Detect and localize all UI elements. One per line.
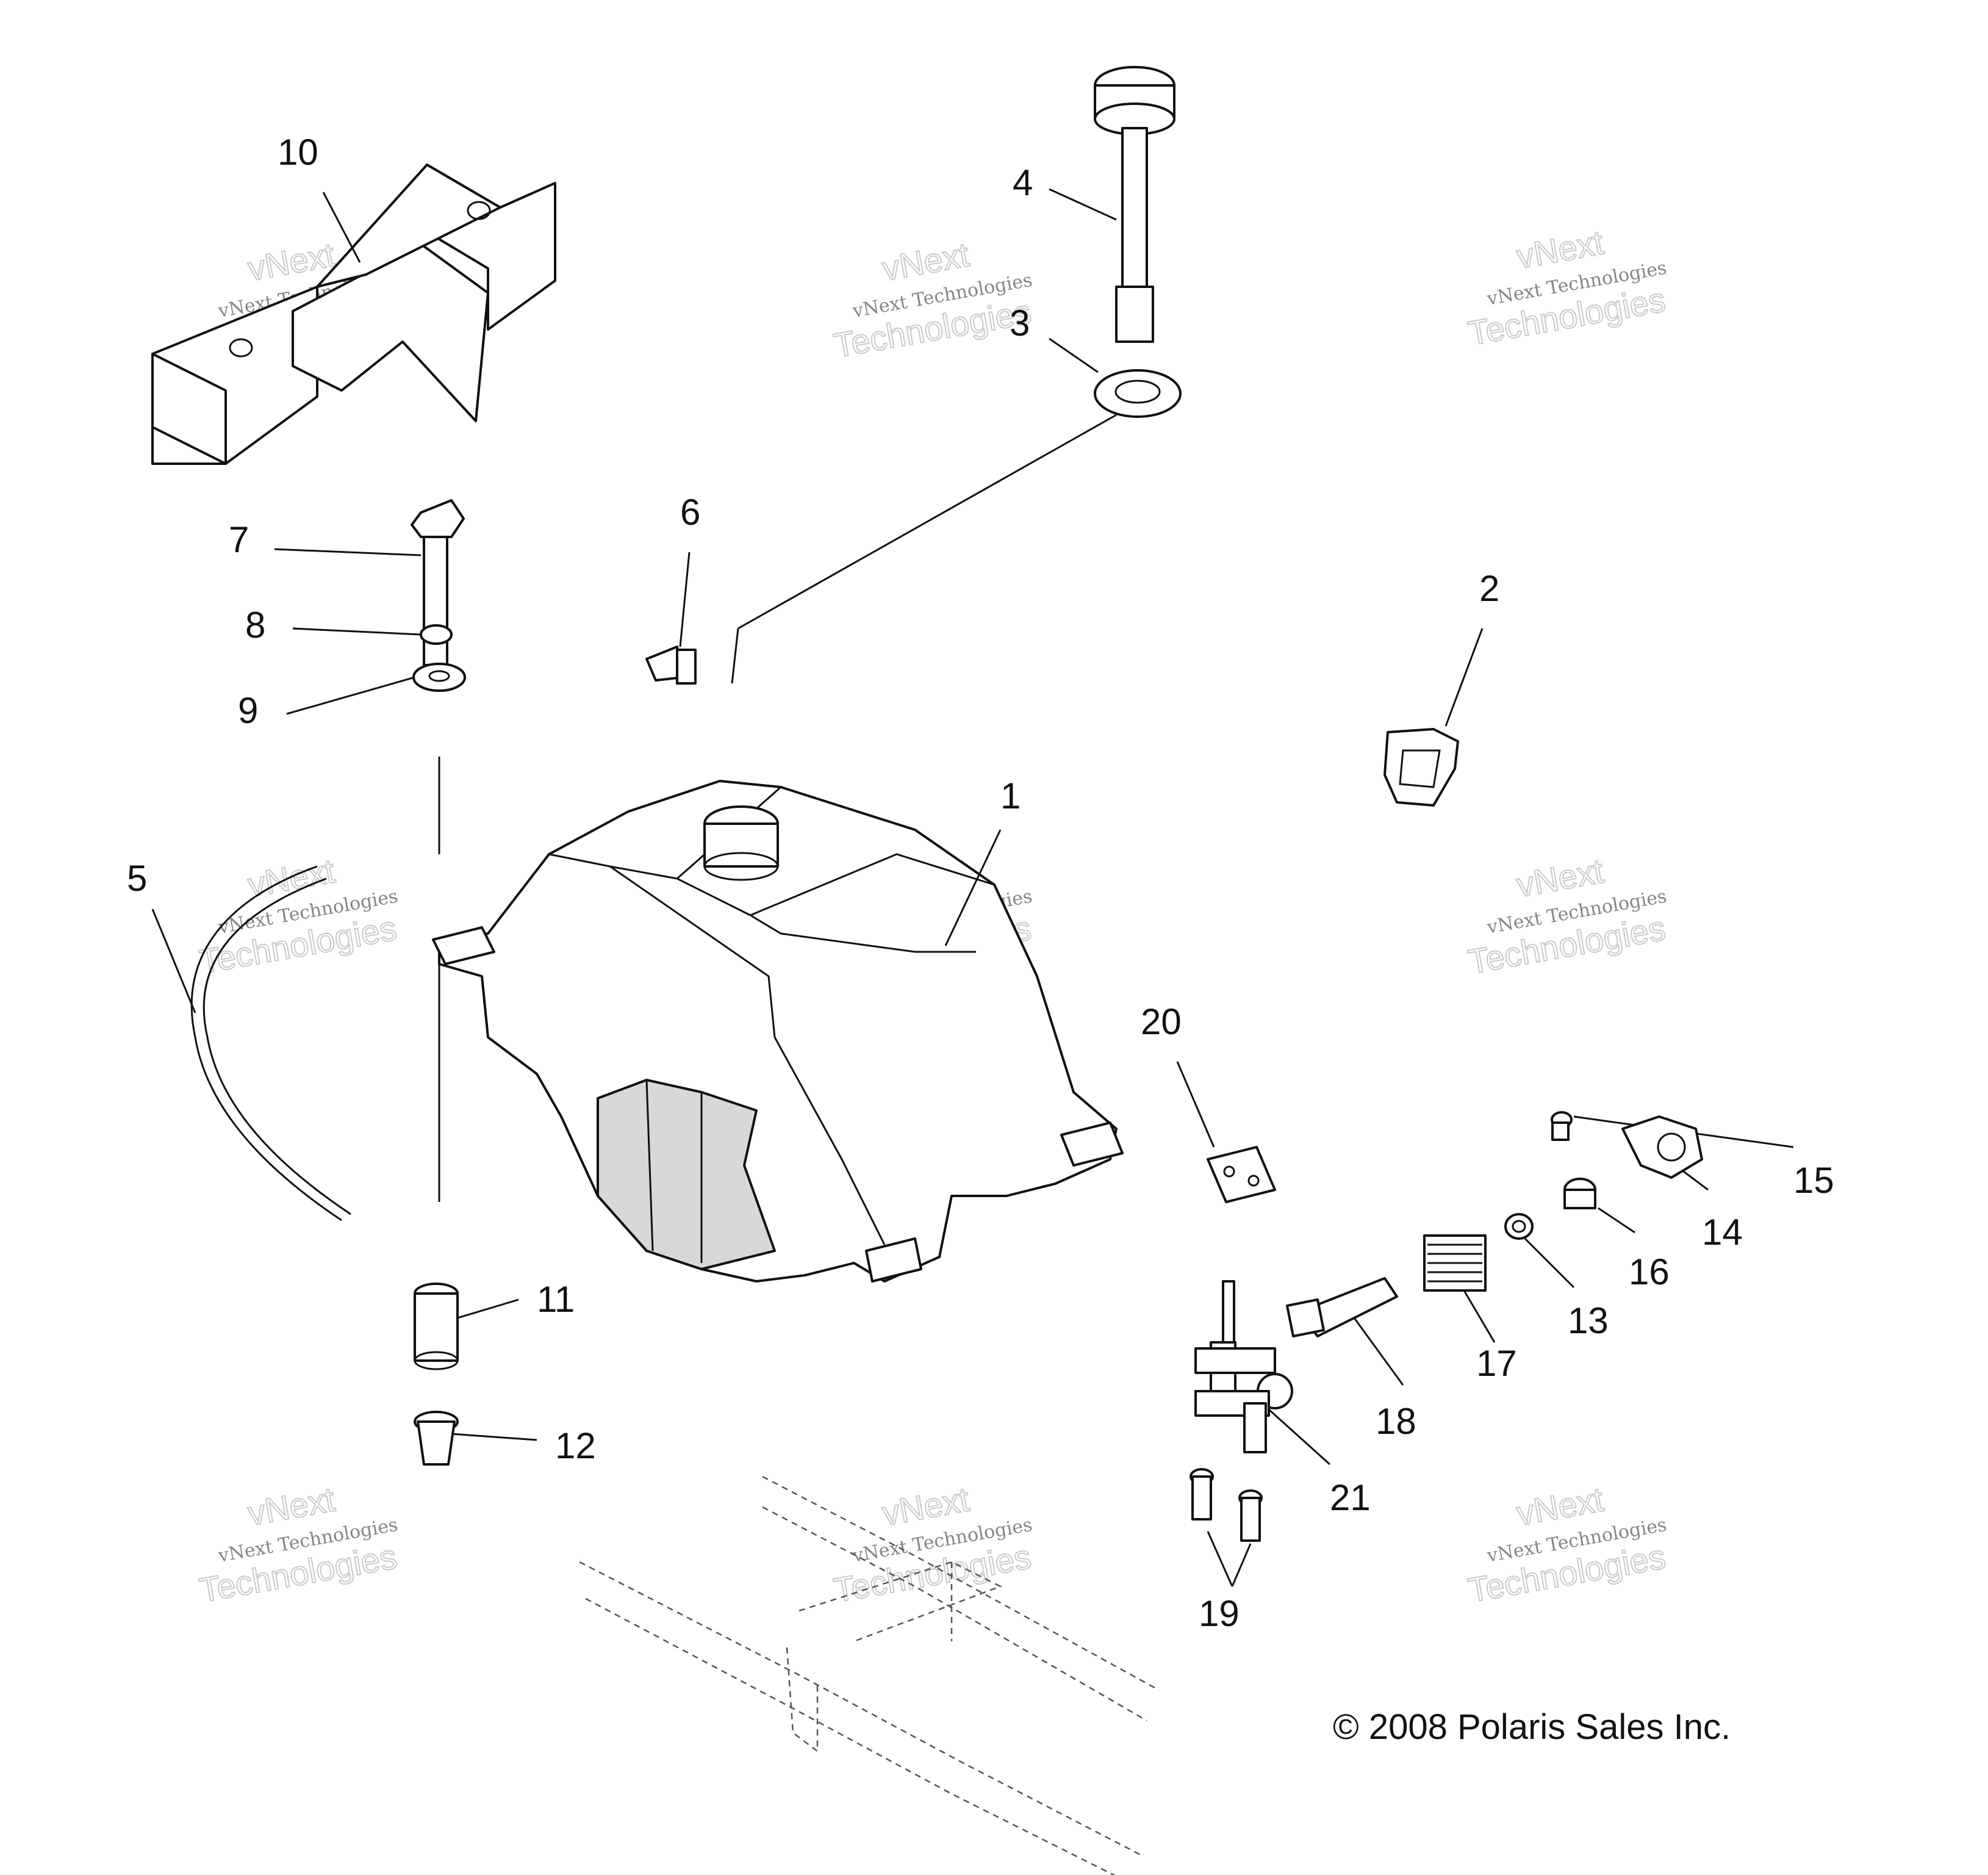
copyright-notice: © 2008 Polaris Sales Inc. <box>1333 1707 1731 1747</box>
part-19-screws <box>1190 1468 1263 1587</box>
callout-13: 13 <box>1568 1300 1609 1341</box>
callout-9: 9 <box>238 690 258 731</box>
callout-1: 1 <box>1000 776 1021 816</box>
callout-16: 16 <box>1629 1251 1670 1292</box>
svg-text:vNext: vNext <box>1514 851 1607 904</box>
callout-6: 6 <box>680 492 700 533</box>
callout-17: 17 <box>1476 1343 1517 1384</box>
part-9-flat-washer <box>286 663 466 1202</box>
callout-20: 20 <box>1141 1001 1182 1042</box>
part-8-lock-washer <box>292 624 453 645</box>
callout-21: 21 <box>1330 1477 1371 1518</box>
callout-labels: 1 2 3 4 5 6 7 8 9 10 11 12 13 14 15 16 1… <box>127 132 1834 1634</box>
watermark-mid-right: vNext vNext Technologies Technologies <box>1465 851 1669 982</box>
watermark-bottom-center: vNext vNext Technologies Technologies <box>830 1479 1035 1610</box>
callout-18: 18 <box>1376 1401 1416 1442</box>
watermark-top-right: vNext vNext Technologies Technologies <box>1465 222 1669 353</box>
part-12-grommet <box>414 1411 537 1466</box>
callout-14: 14 <box>1702 1212 1743 1253</box>
svg-text:vNext: vNext <box>245 851 338 904</box>
part-20-mounting-plate <box>1176 1061 1276 1203</box>
svg-text:vNext: vNext <box>880 235 972 288</box>
part-4-fuel-gauge-cap <box>1049 66 1175 343</box>
callout-5: 5 <box>127 858 147 899</box>
callout-19: 19 <box>1199 1593 1240 1634</box>
watermark-top-center: vNext vNext Technologies Technologies <box>830 234 1035 365</box>
svg-text:vNext: vNext <box>880 1480 972 1533</box>
part-10-mount-block <box>151 164 556 465</box>
part-6-vent-fitting <box>645 552 697 685</box>
callout-7: 7 <box>229 519 249 560</box>
part-16-bushing <box>1563 1178 1635 1234</box>
callout-2: 2 <box>1479 568 1499 609</box>
svg-text:vNext: vNext <box>1514 223 1607 276</box>
part-17-spring <box>1423 1234 1496 1343</box>
part-5-vent-hose <box>151 865 351 1222</box>
watermark-mid-left: vNext vNext Technologies Technologies <box>196 851 400 982</box>
svg-text:vNext: vNext <box>1514 1480 1607 1533</box>
callout-15: 15 <box>1793 1160 1834 1201</box>
watermark-bottom-left: vNext vNext Technologies Technologies <box>196 1479 400 1610</box>
watermark-bottom-right: vNext vNext Technologies Technologies <box>1465 1479 1669 1610</box>
part-21-fuel-valve <box>1194 1280 1331 1466</box>
callout-11: 11 <box>537 1279 575 1320</box>
part-13-washer <box>1504 1213 1575 1289</box>
callout-3: 3 <box>1010 303 1030 344</box>
callout-4: 4 <box>1013 162 1033 203</box>
part-14-valve-knob <box>1621 1115 1709 1191</box>
callout-8: 8 <box>245 605 265 646</box>
part-1-fuel-tank <box>432 780 1124 1283</box>
frame-reference <box>579 1475 1160 1875</box>
part-3-grommet <box>731 337 1182 684</box>
part-11-spacer <box>414 1283 519 1370</box>
svg-text:vNext: vNext <box>245 1480 338 1533</box>
callout-12: 12 <box>555 1425 596 1466</box>
callout-10: 10 <box>278 132 318 173</box>
part-18-valve-lever <box>1286 1277 1404 1386</box>
part-2-tank-clip <box>1383 628 1484 807</box>
